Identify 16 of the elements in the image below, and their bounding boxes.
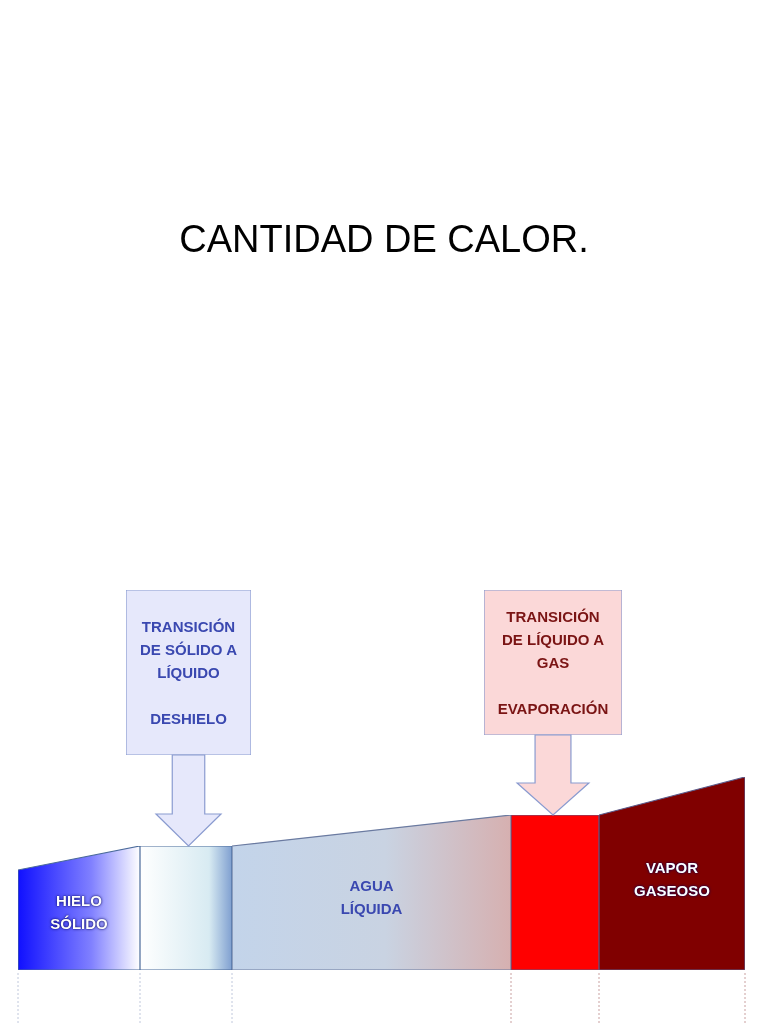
segment-label: HIELO SÓLIDO [49,890,109,934]
process-name: EVAPORACIÓN [496,699,610,719]
melting-segment [140,846,232,970]
callout-box [126,590,251,755]
callout-box [484,590,622,735]
title: CANTIDAD DE CALOR. [178,218,590,261]
boiling-segment [511,815,599,970]
callout-text: TRANSICIÓN DE LÍQUIDO A GAS [501,607,605,673]
segment-label: AGUA LÍQUIDA [339,876,404,920]
callout-text: TRANSICIÓN DE SÓLIDO A LÍQUIDO [139,617,238,683]
block-arrow [515,734,591,816]
process-name: DESHIELO [149,709,228,729]
vapor-segment [599,777,745,970]
ice-segment [18,846,140,970]
block-arrow [154,754,223,847]
segment-label: VAPOR GASEOSO [633,858,711,902]
